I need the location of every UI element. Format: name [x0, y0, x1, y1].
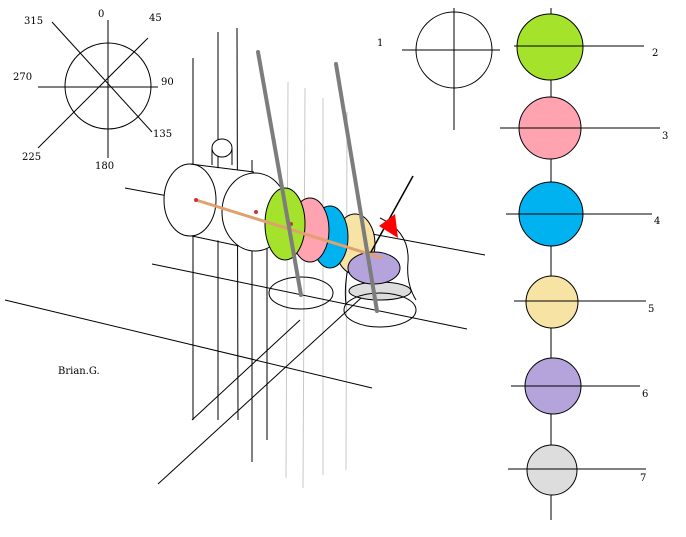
floor-rings — [268, 276, 417, 328]
compass-label-225: 225 — [22, 152, 41, 163]
pointer — [370, 175, 414, 253]
compass-label-0: 0 — [98, 9, 104, 20]
reference-circle: 1 — [377, 8, 500, 130]
cylinder — [163, 163, 289, 252]
disc-5-circle — [525, 275, 579, 329]
red-arrow-icon — [379, 214, 398, 238]
disc-2-number: 2 — [652, 48, 658, 59]
disc-2-circle — [516, 13, 584, 81]
compass-label-90: 90 — [161, 77, 174, 88]
rod-right — [334, 62, 379, 313]
scene-discs — [264, 187, 412, 301]
author-label: Brian.G. — [58, 366, 100, 377]
disc-3-number: 3 — [662, 131, 668, 142]
compass-label-270: 270 — [13, 72, 32, 83]
disc-column: 2 3 4 5 6 7 — [500, 8, 668, 520]
scene-disc-7 — [348, 281, 412, 301]
disc-4: 4 — [506, 181, 660, 247]
cylinder-handle — [211, 138, 233, 165]
compass-label-45: 45 — [149, 13, 162, 24]
compass-label-180: 180 — [95, 161, 114, 172]
rod-left — [256, 50, 303, 297]
disc-6-number: 6 — [642, 389, 648, 400]
disc-7-circle — [526, 444, 578, 496]
scene-disc-2 — [264, 187, 306, 261]
compass: 0 45 90 135 180 225 270 315 — [13, 9, 174, 172]
compass-label-315: 315 — [24, 16, 43, 27]
disc-6: 6 — [511, 357, 648, 415]
compass-label-135: 135 — [153, 129, 172, 140]
disc-5: 5 — [514, 275, 654, 329]
scene — [4, 27, 486, 489]
disc-5-number: 5 — [648, 304, 654, 315]
faint-verticals — [285, 81, 348, 489]
disc-2: 2 — [514, 13, 658, 81]
disc-4-number: 4 — [654, 216, 660, 227]
rods — [256, 50, 379, 313]
disc-7: 7 — [508, 444, 646, 496]
disc-3: 3 — [500, 96, 668, 160]
disc-7-number: 7 — [640, 473, 646, 484]
reference-number: 1 — [377, 38, 383, 49]
